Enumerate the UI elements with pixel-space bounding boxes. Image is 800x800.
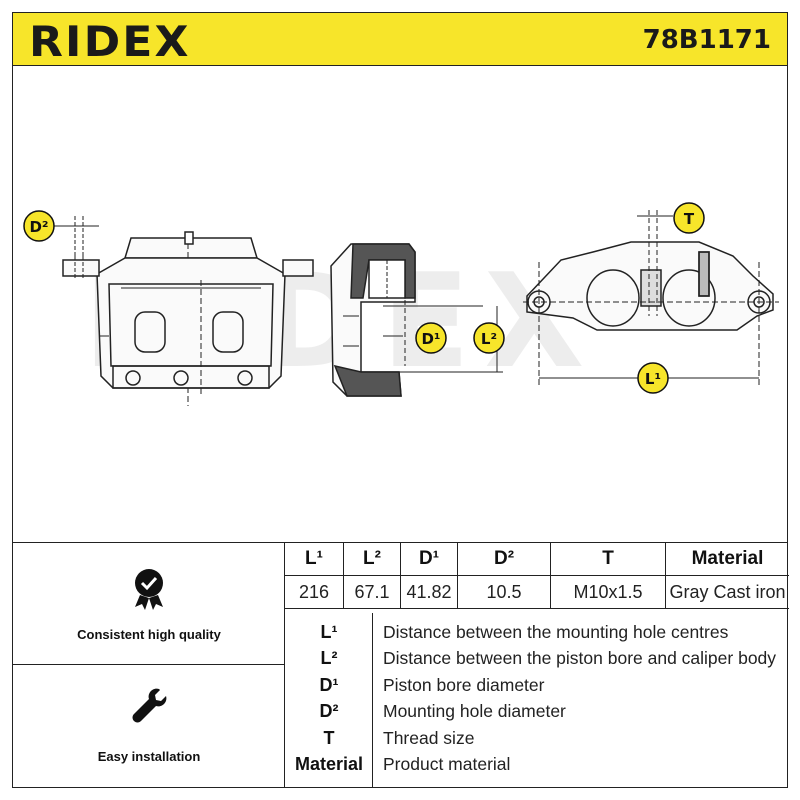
t-label: T: [684, 210, 695, 228]
d1-badge: [415, 322, 447, 354]
brand-logo: RIDEX: [29, 17, 191, 66]
spec-header-row: L¹ L² D¹ D² T Material: [285, 543, 789, 576]
l1-label: L¹: [645, 370, 661, 388]
legend-desc: Thread size: [383, 728, 475, 748]
legend: L¹ Distance between the mounting hole ce…: [285, 613, 789, 787]
caliper-drawing-svg: RIDEX: [23, 202, 779, 406]
d1-l2-dimensions: [383, 300, 503, 373]
legend-key: D¹: [319, 675, 339, 695]
legend-key: D²: [319, 701, 339, 721]
legend-desc: Product material: [383, 754, 511, 774]
caliper-side-view: [523, 210, 779, 388]
legend-row: D¹ Piston bore diameter: [285, 672, 789, 698]
spec-header: Material: [665, 543, 789, 576]
spec-value: Gray Cast iron: [665, 575, 789, 609]
d2-dimension: [53, 216, 99, 256]
legend-key-column: [285, 613, 373, 787]
feature-quality: Consistent high quality: [13, 543, 285, 665]
legend-row: L² Distance between the piston bore and …: [285, 645, 789, 671]
spec-header: D²: [457, 543, 551, 576]
legend-desc: Piston bore diameter: [383, 675, 545, 695]
legend-key: T: [323, 728, 335, 748]
legend-desc: Mounting hole diameter: [383, 701, 566, 721]
spec-header: D¹: [400, 543, 458, 576]
technical-drawing: RIDEX: [12, 66, 788, 542]
l1-badge: [637, 362, 669, 394]
spec-table: L¹ L² D¹ D² T Material 216 67.1 41.82 10…: [285, 543, 789, 609]
spec-value: 67.1: [343, 575, 401, 609]
d2-badge: [23, 210, 55, 242]
legend-desc: Distance between the mounting hole centr…: [383, 622, 729, 642]
spec-value-row: 216 67.1 41.82 10.5 M10x1.5 Gray Cast ir…: [285, 575, 789, 609]
d1-label: D¹: [421, 330, 440, 348]
legend-row: L¹ Distance between the mounting hole ce…: [285, 619, 789, 645]
l2-label: L²: [481, 330, 497, 348]
legend-row: T Thread size: [285, 725, 789, 751]
spec-section: Consistent high quality Easy installatio…: [12, 542, 789, 788]
l2-badge: [473, 322, 505, 354]
legend-key: L²: [320, 648, 338, 668]
caliper-section-view: [330, 243, 416, 397]
feature-installation: Easy installation: [13, 665, 285, 787]
quality-badge-icon: [135, 569, 163, 610]
legend-key: Material: [294, 754, 364, 774]
features-column: Consistent high quality Easy installatio…: [13, 543, 285, 787]
feature-quality-label: Consistent high quality: [77, 627, 221, 642]
legend-row: Material Product material: [285, 751, 789, 777]
spec-header: T: [550, 543, 666, 576]
spec-header: L²: [343, 543, 401, 576]
spec-value: M10x1.5: [550, 575, 666, 609]
part-number: 78B1171: [642, 25, 771, 55]
caliper-front-view: [62, 231, 314, 406]
legend-key: L¹: [320, 622, 338, 642]
spec-value: 216: [285, 575, 344, 609]
legend-desc: Distance between the piston bore and cal…: [383, 648, 777, 668]
t-badge: [673, 202, 705, 234]
spec-value: 41.82: [400, 575, 458, 609]
spec-header: L¹: [285, 543, 344, 576]
header-bar: RIDEX 78B1171: [12, 12, 788, 66]
wrench-icon: [132, 688, 167, 723]
feature-installation-label: Easy installation: [97, 749, 201, 764]
d2-label: D²: [29, 218, 48, 236]
spec-value: 10.5: [457, 575, 551, 609]
legend-row: D² Mounting hole diameter: [285, 698, 789, 724]
